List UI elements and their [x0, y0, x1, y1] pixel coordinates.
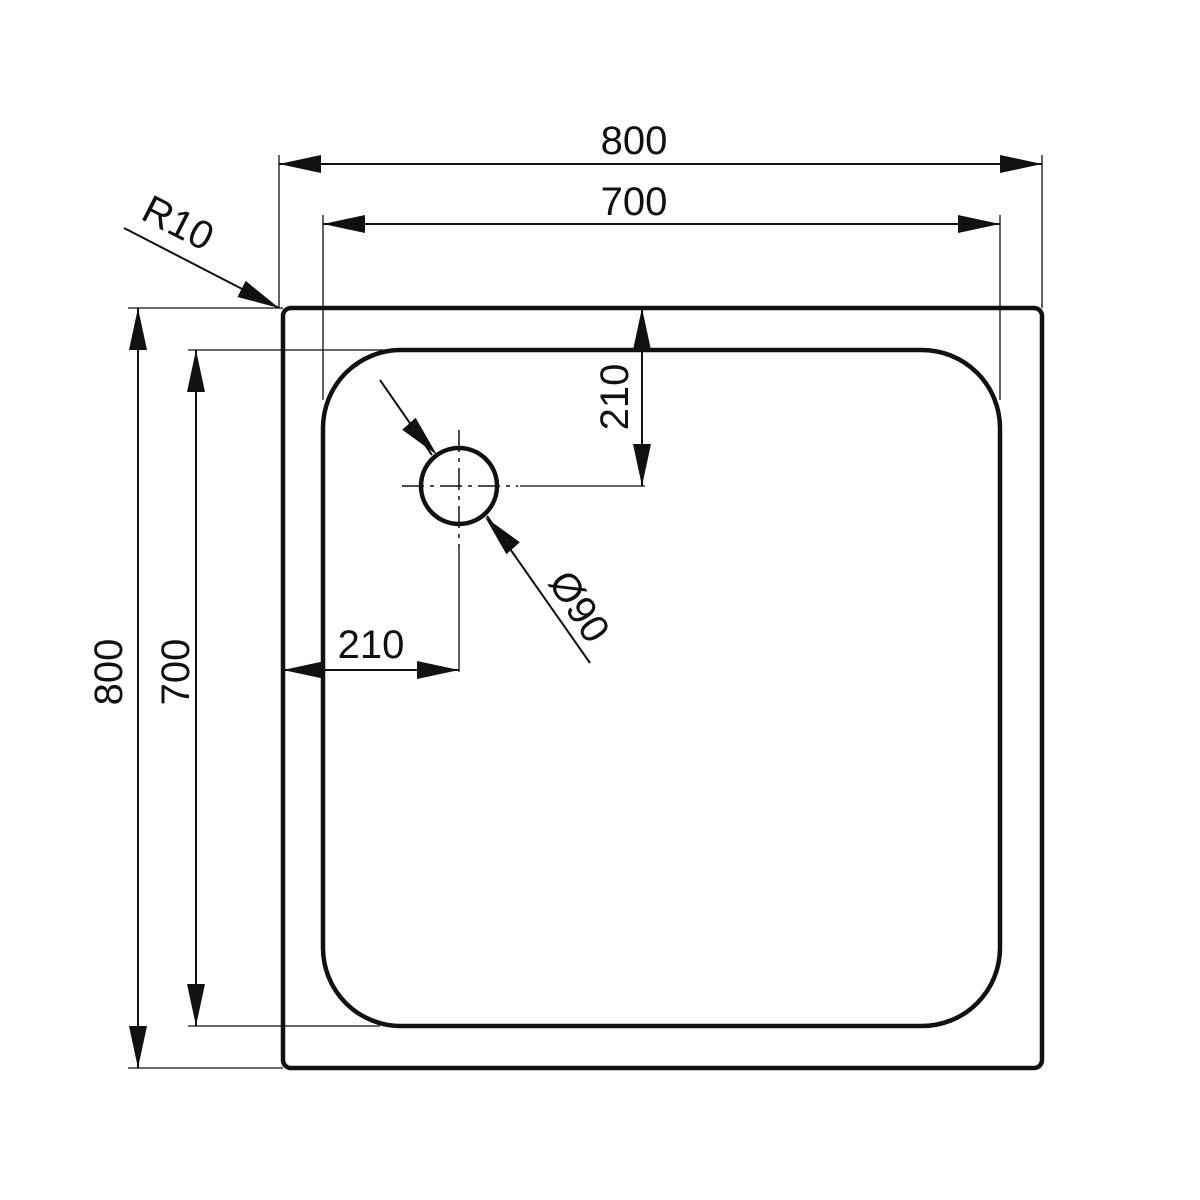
label-corner-radius: R10: [135, 187, 220, 260]
tray-outer-outline: [280, 305, 1045, 1071]
dimension-overall-depth: [129, 308, 147, 1068]
dimension-drain-diameter: [379, 379, 591, 664]
extension-lines: [128, 155, 1043, 1069]
label-inner-width: 700: [601, 180, 668, 224]
dimension-drain-offset-top: [633, 308, 651, 486]
dimension-overall-width: [279, 155, 1042, 173]
label-overall-width: 800: [601, 119, 668, 163]
dimension-inner-depth: [187, 350, 205, 1026]
dimension-drain-offset-left: [283, 661, 459, 679]
dimension-corner-radius: [123, 227, 284, 317]
label-inner-depth: 700: [154, 639, 198, 706]
dimension-inner-width: [323, 215, 1000, 233]
label-drain-offset-left: 210: [338, 623, 405, 667]
label-overall-depth: 800: [87, 639, 131, 706]
tray-inner-basin-outline: [320, 347, 1003, 1029]
label-drain-offset-top: 210: [593, 364, 637, 431]
